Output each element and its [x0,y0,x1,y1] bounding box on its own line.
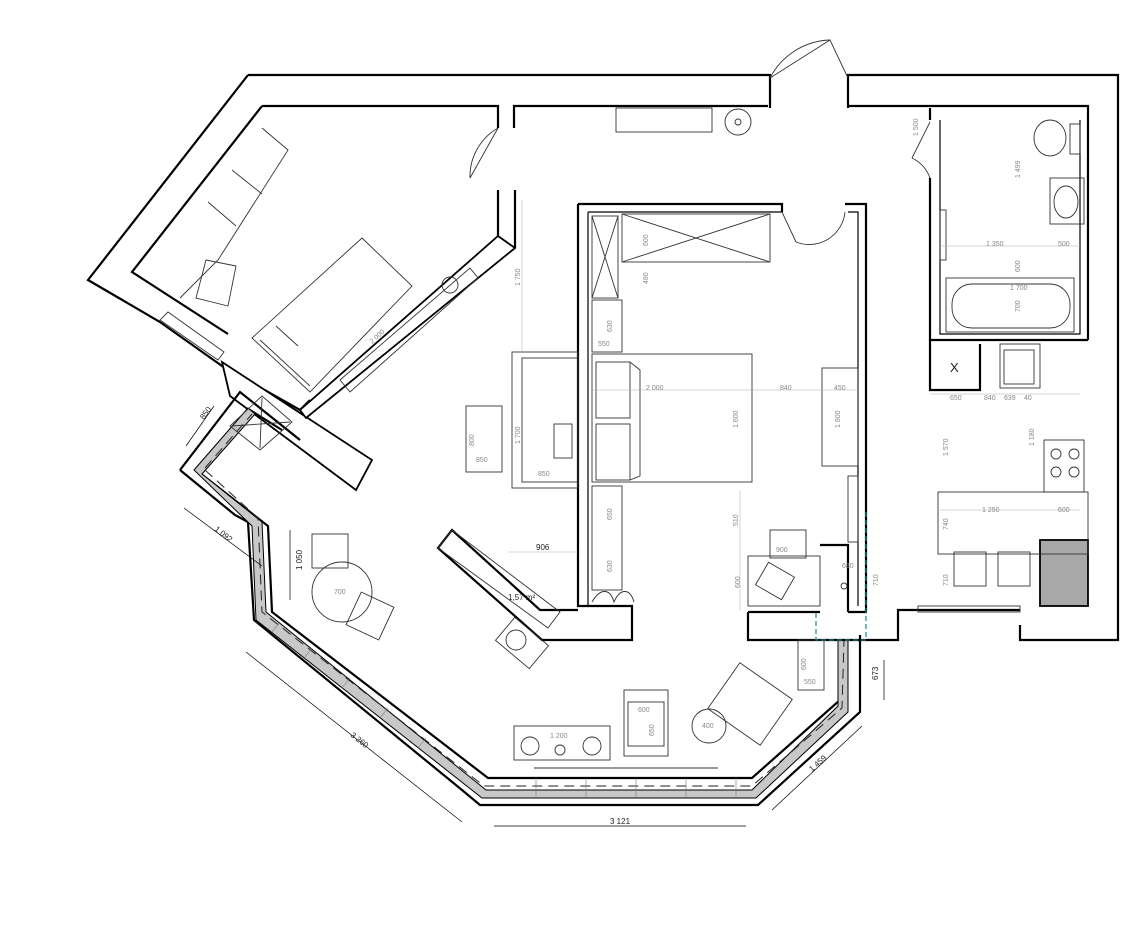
dim-600-bath: 600 [1015,260,1022,272]
dim-480: 480 [643,272,650,284]
exterior-walls [86,73,1120,807]
dim-600-k: 600 [1058,507,1070,514]
dimension-labels: 3 260 3 121 1 459 673 1 050 1 092 850 90… [198,118,1070,826]
dim-673: 673 [871,666,880,680]
dim-840: 840 [780,385,792,392]
dim-906: 906 [536,543,550,552]
dim-710-k: 710 [943,574,950,586]
utility-shaft [815,512,867,641]
dim-1200: 1 200 [550,733,568,740]
dim-550-cab: 550 [804,679,816,686]
dim-850-window: 850 [198,405,213,422]
dim-510: 510 [733,514,740,526]
dim-1500: 1 500 [913,118,920,136]
dimension-lines [183,200,1080,827]
dim-650-arm: 650 [649,724,656,736]
bathroom-fixtures [939,119,1085,333]
dim-850-table: 850 [476,457,488,464]
dim-3121: 3 121 [610,817,631,826]
fridge-x-mark: X [950,360,959,375]
dim-1700: 1 700 [515,426,522,444]
dim-639: 639 [1004,395,1016,402]
dim-630b: 630 [607,560,614,572]
dim-680: 680 [842,563,854,570]
dim-850-sofa: 850 [538,471,550,478]
dim-550: 550 [598,341,610,348]
living-furniture [311,107,825,769]
doors [469,39,931,245]
dim-650: 650 [607,508,614,520]
dim-area: 1,57 m² [508,593,535,602]
dim-1499: 1 499 [1015,160,1022,178]
dim-2000-bed: 2 000 [646,385,664,392]
dim-740: 740 [943,518,950,530]
dim-1050: 1 050 [295,549,304,570]
dim-650-k: 650 [950,395,962,402]
dim-1570: 1 570 [943,438,950,456]
dim-450: 450 [834,385,846,392]
dim-1700-bath: 1 700 [1010,285,1028,292]
dim-710: 710 [873,574,880,586]
dim-1750: 1 750 [515,268,522,286]
interior-walls [436,108,1089,642]
kitchen-fixtures [917,343,1089,613]
dim-600-wardrobe: 600 [643,234,650,246]
left-room-furniture [159,127,479,451]
dim-1092: 1 092 [213,524,235,544]
dim-600-cab: 600 [801,658,808,670]
dim-1250: 1 250 [982,507,1000,514]
dim-1800: 1 800 [835,410,842,428]
dim-1180: 1 180 [1029,428,1036,446]
dim-40: 40 [1024,395,1032,402]
dim-1600: 1 600 [733,410,740,428]
dim-700-bath: 700 [1015,300,1022,312]
dim-800: 800 [469,434,476,446]
dim-1350: 1 350 [986,241,1004,248]
bedroom-furniture [591,213,859,607]
dim-600-desk: 600 [735,576,742,588]
dim-900-desk: 900 [776,547,788,554]
dim-840-k: 840 [984,395,996,402]
dim-500: 500 [1058,241,1070,248]
dim-700-table: 700 [334,589,346,596]
dim-630: 630 [607,320,614,332]
dim-600-arm: 600 [638,707,650,714]
dim-400: 400 [702,723,714,730]
